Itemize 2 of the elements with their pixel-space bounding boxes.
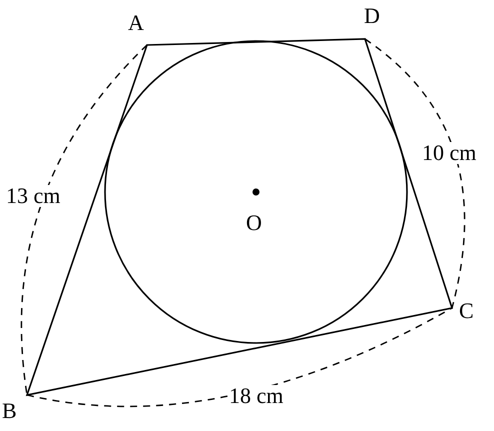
dimension-label: 10 cm xyxy=(422,142,476,164)
dimension-label: 13 cm xyxy=(6,185,60,207)
